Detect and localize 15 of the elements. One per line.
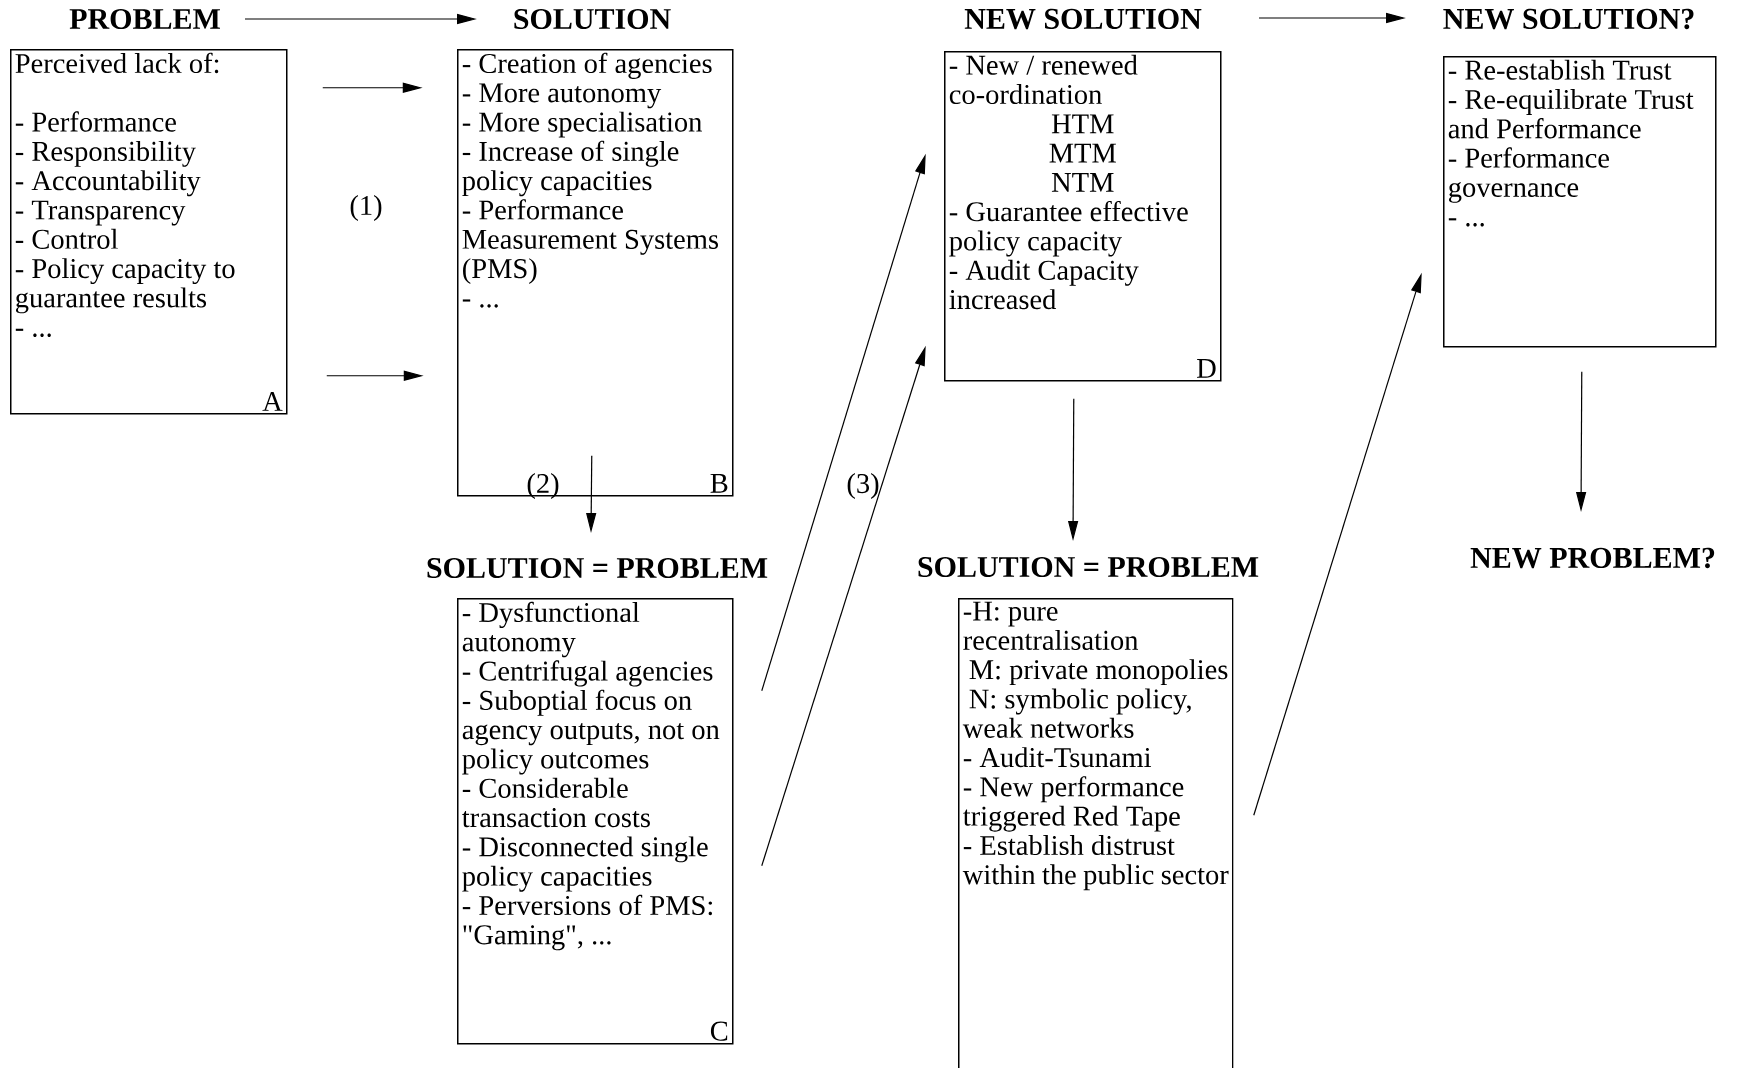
heading: SOLUTION = PROBLEM — [918, 556, 1259, 578]
heading: NEW PROBLEM? — [1470, 547, 1715, 569]
step-number: (1) — [350, 195, 382, 221]
heading: SOLUTION = PROBLEM — [427, 557, 768, 579]
heading: NEW SOLUTION? — [1443, 8, 1694, 30]
heading: NEW SOLUTION — [964, 8, 1202, 30]
text-box: -H: pure recentralisation M: private monopolies N: symbolic policy, weak networks - Audit-Tsunami - New performance triggered Red Tape - Establish distrust within the public sector — [958, 598, 1234, 1068]
step-number: (3) — [847, 473, 879, 499]
text-box: - New / renewed co-ordination HTM MTM NTM - Guarantee effective policy capacity - Audit Capacity increased D — [944, 51, 1222, 382]
text-box: Perceived lack of: - Performance - Responsibility - Accountability - Transparency - Control - Policy capacity to guarantee results - ... A — [10, 49, 288, 415]
text-box: - Dysfunctional autonomy - Centrifugal agencies - Suboptial focus on agency outputs, not on policy outcomes - Considerable transaction costs - Disconnected single policy capacities - Perversions of PMS: "Gaming", ... C — [457, 598, 734, 1045]
heading: PROBLEM — [69, 8, 220, 30]
text-box: - Re-establish Trust - Re-equilibrate Trust and Performance - Performance governance - ... — [1443, 56, 1717, 348]
heading: SOLUTION — [514, 8, 671, 30]
step-number: (2) — [527, 473, 559, 499]
